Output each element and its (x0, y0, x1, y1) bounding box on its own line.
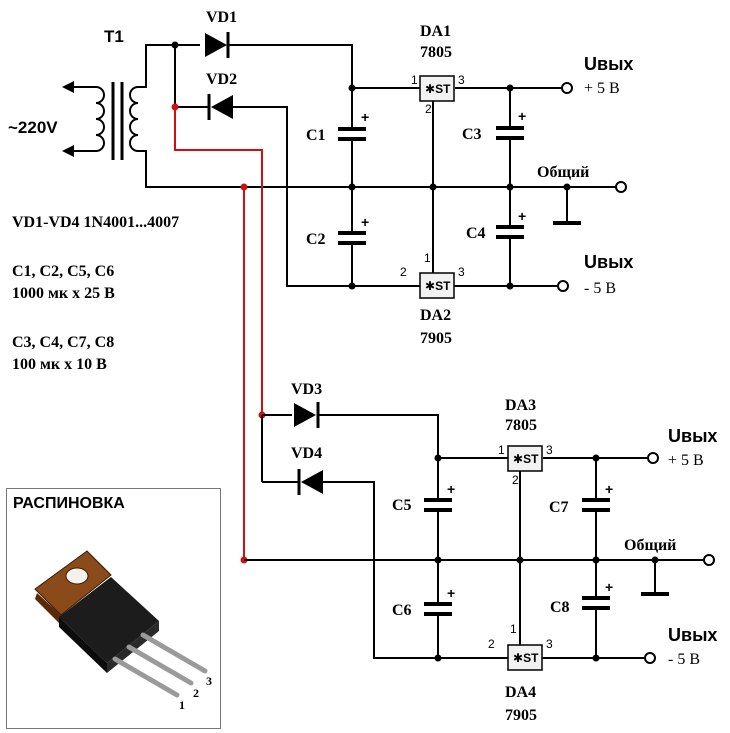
capacitor-c7: + C7 (549, 458, 613, 560)
pin1-label: 1 (179, 698, 185, 712)
svg-text:+: + (447, 481, 455, 497)
common-label-upper: Общий (537, 164, 589, 181)
vd2-label: VD2 (206, 71, 237, 88)
diode-vd3: VD3 (291, 381, 322, 428)
regulator-da4: ✱ST 2 3 1 DA4 7905 (488, 622, 553, 724)
svg-text:+: + (361, 109, 369, 125)
mounting-hole (65, 567, 89, 585)
uout-label-4: Uвых (668, 625, 717, 645)
da1-part: 7805 (420, 44, 452, 61)
svg-text:3: 3 (546, 637, 553, 651)
lead-1 (112, 656, 180, 698)
regulator-da1: ✱ST 1 3 2 DA1 7805 (411, 23, 465, 116)
vd1-label: VD1 (206, 9, 237, 26)
da3-name: DA3 (505, 397, 536, 414)
c8-label: C8 (550, 599, 570, 616)
svg-text:+: + (518, 208, 526, 224)
note-caps-big-list: C1, C2, C5, C6 (12, 263, 114, 280)
c4-label: C4 (466, 225, 486, 242)
c5-label: C5 (392, 497, 412, 514)
svg-text:2: 2 (488, 637, 495, 651)
svg-text:+: + (605, 579, 613, 595)
secondary-coil (129, 86, 139, 152)
svg-text:1: 1 (424, 251, 431, 265)
svg-text:3: 3 (458, 265, 465, 279)
pinout-title: РАСПИНОВКА (13, 495, 125, 512)
svg-text:3: 3 (546, 443, 553, 457)
note-caps-small-list: C3, C4, C7, C8 (12, 334, 114, 351)
note-caps-big-value: 1000 мк х 25 В (12, 285, 115, 302)
diode-vd1: VD1 (205, 9, 237, 58)
capacitor-c5: + C5 (392, 458, 455, 560)
pinout-panel: РАСПИНОВКА 1 2 3 (6, 488, 221, 729)
capacitor-c4: + C4 (466, 187, 526, 286)
da4-name: DA4 (505, 684, 536, 701)
output-common-terminal-upper (615, 181, 627, 193)
svg-text:2: 2 (400, 265, 407, 279)
svg-text:1: 1 (498, 443, 505, 457)
mains-input-label: ~220V (8, 118, 58, 137)
da2-name: DA2 (420, 307, 451, 324)
diode-vd4: VD4 (291, 445, 323, 495)
capacitor-c3: + C3 (462, 88, 526, 187)
svg-text:3: 3 (458, 73, 465, 87)
da3-part: 7805 (505, 417, 537, 434)
svg-text:2: 2 (425, 102, 432, 116)
svg-text:✱ST: ✱ST (425, 82, 451, 96)
vd4-label: VD4 (291, 445, 322, 462)
plus5-label-2: + 5 В (668, 452, 704, 469)
input-arrow-bottom (62, 145, 74, 157)
da4-part: 7905 (505, 707, 537, 724)
diode-vd2: VD2 (206, 71, 237, 120)
svg-text:1: 1 (411, 73, 418, 87)
c6-label: C6 (392, 602, 412, 619)
note-caps-small-value: 100 мк х 10 В (12, 356, 107, 373)
capacitor-c2: + C2 (306, 187, 369, 286)
da1-name: DA1 (420, 23, 451, 40)
capacitor-c6: + C6 (392, 560, 455, 658)
capacitor-c8: + C8 (550, 560, 613, 658)
svg-text:+: + (447, 585, 455, 601)
output-minus5-terminal-lower (644, 652, 656, 664)
c7-label: C7 (549, 499, 569, 516)
pin2-label: 2 (193, 686, 199, 700)
minus5-label-1: - 5 В (584, 280, 616, 297)
note-diodes: VD1-VD4 1N4001...4007 (12, 214, 179, 231)
common-label-lower: Общий (624, 537, 676, 554)
minus5-label-2: - 5 В (668, 651, 700, 668)
c2-label: C2 (306, 231, 326, 248)
output-plus5-terminal-lower (647, 452, 659, 464)
capacitor-c1: + C1 (306, 88, 369, 187)
transformer-label: T1 (104, 27, 124, 46)
svg-text:+: + (605, 481, 613, 497)
plus5-label-1: + 5 В (584, 80, 620, 97)
to220-package-illustration: 1 2 3 (34, 550, 212, 712)
lead-2 (126, 644, 194, 686)
uout-label-3: Uвых (668, 426, 717, 446)
svg-text:+: + (361, 214, 369, 230)
output-common-terminal-lower (703, 554, 715, 566)
regulator-da3: ✱ST 1 3 2 DA3 7805 (498, 397, 553, 487)
svg-text:2: 2 (512, 473, 519, 487)
svg-text:✱ST: ✱ST (513, 452, 539, 466)
c1-label: C1 (306, 127, 326, 144)
pin3-label: 3 (206, 674, 212, 688)
uout-label-2: Uвых (584, 252, 633, 272)
svg-text:+: + (518, 108, 526, 124)
input-arrow-top (62, 81, 74, 93)
primary-coil (95, 86, 105, 152)
vd3-label: VD3 (291, 381, 322, 398)
uout-label-1: Uвых (584, 54, 633, 74)
svg-text:1: 1 (510, 622, 517, 636)
output-plus5-terminal (561, 82, 573, 94)
svg-text:✱ST: ✱ST (425, 279, 451, 293)
output-minus5-terminal (557, 280, 569, 292)
regulator-da2: ✱ST 2 3 1 DA2 7905 (400, 251, 465, 347)
c3-label: C3 (462, 126, 482, 143)
da2-part: 7905 (420, 330, 452, 347)
lead-3 (140, 632, 208, 674)
transformer-t1: T1 ~220V (8, 27, 139, 160)
svg-text:✱ST: ✱ST (513, 651, 539, 665)
